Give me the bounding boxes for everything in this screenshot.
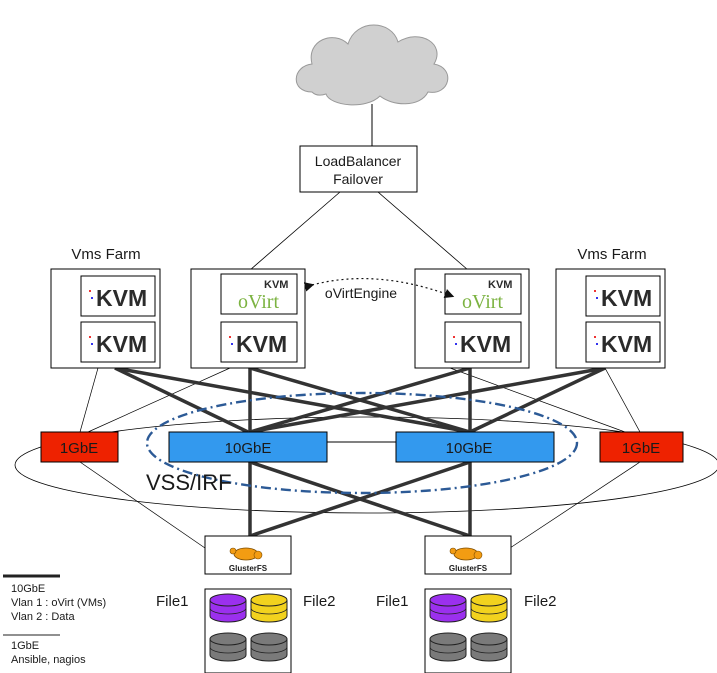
ovirt-logo: KVM oVirt: [220, 273, 298, 315]
glusterfs-label: GlusterFS: [229, 564, 268, 573]
disk-icon: [250, 593, 288, 623]
kvm-label: KVM: [601, 285, 652, 311]
kvm-logo: KVM: [80, 321, 156, 363]
legend-10gbe-title: 10GbE: [11, 583, 45, 595]
ovirt-logo: KVM oVirt: [444, 273, 522, 315]
network-ring: [14, 416, 717, 514]
file2-left-label: File2: [303, 593, 336, 610]
disk-icon: [429, 632, 467, 662]
legend-10gbe-line2: Vlan 2 : Data: [11, 611, 75, 623]
legend-10gbe-line1: Vlan 1 : oVirt (VMs): [11, 597, 106, 609]
kvm-label: KVM: [96, 285, 147, 311]
switch-1gbe-right-label: 1GbE: [622, 440, 660, 457]
ovirt-label: oVirt: [238, 291, 279, 313]
disk-icon: [209, 632, 247, 662]
vss-irf-ring: [145, 391, 579, 495]
file1-right-label: File1: [376, 593, 409, 610]
loadbalancer-line2: Failover: [333, 171, 383, 187]
kvm-label: KVM: [601, 331, 652, 357]
ovirt-engine-label: oVirtEngine: [325, 285, 397, 301]
switch-10gbe-right-label: 10GbE: [446, 440, 493, 457]
glusterfs-node-right: GlusterFS: [424, 535, 512, 575]
disk-icon: [470, 593, 508, 623]
disk-icon: [470, 632, 508, 662]
vss-irf-label: VSS/IRF: [146, 470, 232, 495]
legend-1gbe-title: 1GbE: [11, 640, 39, 652]
kvm-label: KVM: [460, 331, 511, 357]
kvm-logo: KVM: [585, 275, 661, 317]
disk-icon: [250, 632, 288, 662]
file2-right-label: File2: [524, 593, 557, 610]
kvm-logo: KVM: [444, 321, 522, 363]
kvm-label: KVM: [96, 331, 147, 357]
glusterfs-node-left: GlusterFS: [204, 535, 292, 575]
disk-icon: [209, 593, 247, 623]
switch-10gbe-left: [168, 431, 328, 463]
disk-icon: [429, 593, 467, 623]
glusterfs-label: GlusterFS: [449, 564, 488, 573]
switch-10gbe-left-label: 10GbE: [225, 440, 272, 457]
ovirt-label: oVirt: [462, 291, 503, 313]
switch-1gbe-left: [40, 431, 119, 463]
vms-farm-right-label: Vms Farm: [577, 246, 646, 263]
kvm-label: KVM: [236, 331, 287, 357]
kvm-logo: KVM: [220, 321, 298, 363]
loadbalancer-box: [299, 145, 418, 193]
legend: 10GbE Vlan 1 : oVirt (VMs) Vlan 2 : Data…: [3, 574, 106, 666]
kvm-small-label: KVM: [488, 279, 512, 291]
switch-10gbe-right: [395, 431, 555, 463]
kvm-logo: KVM: [80, 275, 156, 317]
legend-1gbe-line1: Ansible, nagios: [11, 654, 86, 666]
vms-farm-left-label: Vms Farm: [71, 246, 140, 263]
switch-1gbe-right: [599, 431, 684, 463]
loadbalancer-line1: LoadBalancer: [315, 153, 402, 169]
cloud-icon: [295, 24, 449, 106]
kvm-small-label: KVM: [264, 279, 288, 291]
ovirt-engine-arrow: [303, 277, 455, 299]
switch-1gbe-left-label: 1GbE: [60, 440, 98, 457]
kvm-logo: KVM: [585, 321, 661, 363]
file1-left-label: File1: [156, 593, 189, 610]
